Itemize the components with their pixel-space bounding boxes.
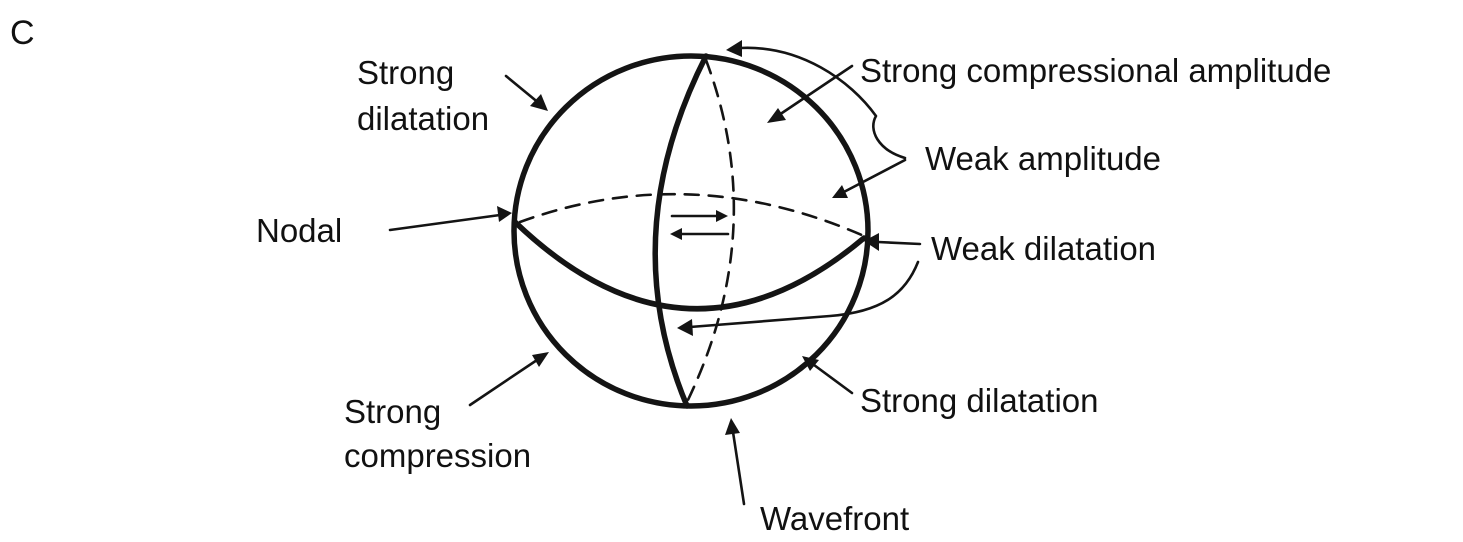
labels: Strong dilatation Strong compressional a…: [256, 52, 1331, 537]
arrow-nodal: [390, 215, 500, 230]
arrow-strong-dilatation-right: [810, 362, 852, 393]
label-weak-amplitude: Weak amplitude: [925, 140, 1161, 177]
sphere-outline: [514, 56, 868, 406]
label-strong-compression-line1: Strong: [344, 393, 441, 430]
label-strong-compressional-amplitude: Strong compressional amplitude: [860, 52, 1331, 89]
panel-label: C: [10, 14, 35, 52]
label-nodal: Nodal: [256, 212, 342, 249]
arrow-strong-dilatation-top: [506, 76, 540, 104]
label-strong-dilatation-top-line1: Strong: [357, 54, 454, 91]
sphere: [514, 56, 868, 406]
arrow-strong-compressional: [776, 66, 852, 117]
arrow-strong-compression: [470, 358, 540, 405]
arrow-weak-dilatation-curve: [690, 262, 918, 327]
label-weak-dilatation: Weak dilatation: [931, 230, 1156, 267]
arrow-wavefront: [733, 432, 744, 504]
label-wavefront: Wavefront: [760, 500, 909, 537]
arrow-weak-amplitude-right: [840, 160, 905, 194]
back-meridian: [687, 60, 734, 402]
slip-arrows: [670, 210, 728, 240]
label-strong-dilatation-top-line2: dilatation: [357, 100, 489, 137]
label-strong-compression-line2: compression: [344, 437, 531, 474]
label-strong-dilatation-right: Strong dilatation: [860, 382, 1099, 419]
arrow-weak-dilatation: [878, 242, 920, 244]
